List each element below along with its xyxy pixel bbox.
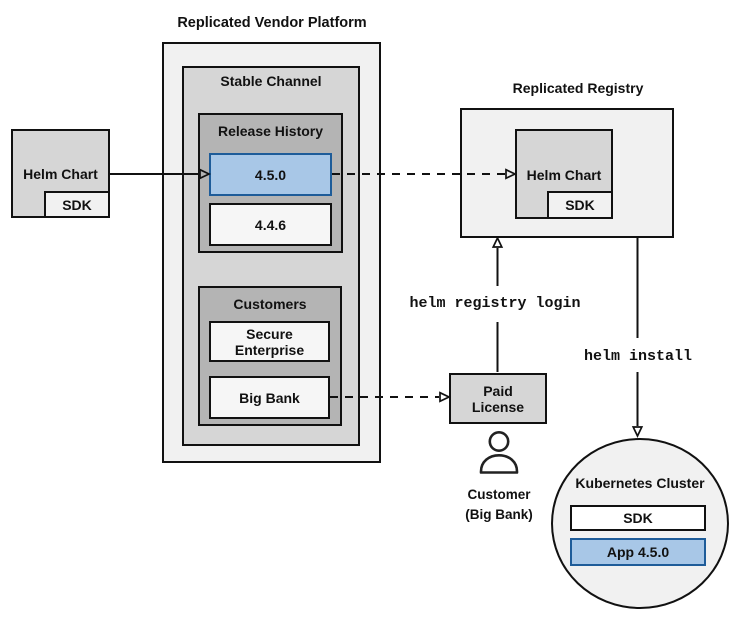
customer-secure-enterprise-label: Secure Enterprise	[234, 325, 305, 358]
arrow-install-to-cluster-head	[631, 426, 644, 438]
cluster-sdk-box: SDK	[570, 505, 706, 531]
helm-install-label: helm install	[583, 348, 693, 365]
release-4-5-0-label: 4.5.0	[254, 166, 287, 183]
arrow-login-to-registry-head	[491, 236, 504, 248]
source-sdk-label: SDK	[62, 196, 92, 213]
cluster-app-label: App 4.5.0	[606, 544, 670, 560]
source-helm-chart-label: Helm Chart	[23, 166, 98, 182]
source-sdk-box: SDK	[44, 191, 110, 218]
release-4-4-6-label: 4.4.6	[254, 216, 287, 233]
customer-big-bank-label: Big Bank	[239, 389, 300, 406]
customer-big-bank: Big Bank	[209, 376, 330, 419]
vendor-platform-title: Replicated Vendor Platform	[177, 15, 367, 31]
paid-license-box: Paid License	[449, 373, 547, 424]
stable-channel-title: Stable Channel	[220, 73, 322, 89]
release-history-title: Release History	[217, 123, 324, 139]
registry-title: Replicated Registry	[512, 80, 644, 96]
registry-helm-chart-label: Helm Chart	[526, 167, 602, 183]
customer-secure-enterprise: Secure Enterprise	[209, 321, 330, 362]
arrow-bigbank-to-license-head	[439, 391, 451, 403]
kubernetes-cluster-title: Kubernetes Cluster	[575, 475, 705, 491]
release-4-5-0: 4.5.0	[209, 153, 332, 196]
helm-registry-login-label: helm registry login	[409, 295, 581, 312]
cluster-app-box: App 4.5.0	[570, 538, 706, 566]
registry-sdk-label: SDK	[565, 197, 595, 213]
person-icon	[479, 430, 519, 474]
customer-actor-line1: Customer	[467, 487, 531, 502]
customer-actor-line2: (Big Bank)	[465, 506, 533, 522]
cluster-sdk-label: SDK	[623, 510, 653, 526]
registry-sdk-box: SDK	[547, 191, 613, 219]
release-4-4-6: 4.4.6	[209, 203, 332, 246]
customers-title: Customers	[233, 296, 307, 312]
paid-license-label: Paid License	[471, 382, 525, 415]
customer-actor-label: Customer (Big Bank)	[439, 485, 559, 524]
